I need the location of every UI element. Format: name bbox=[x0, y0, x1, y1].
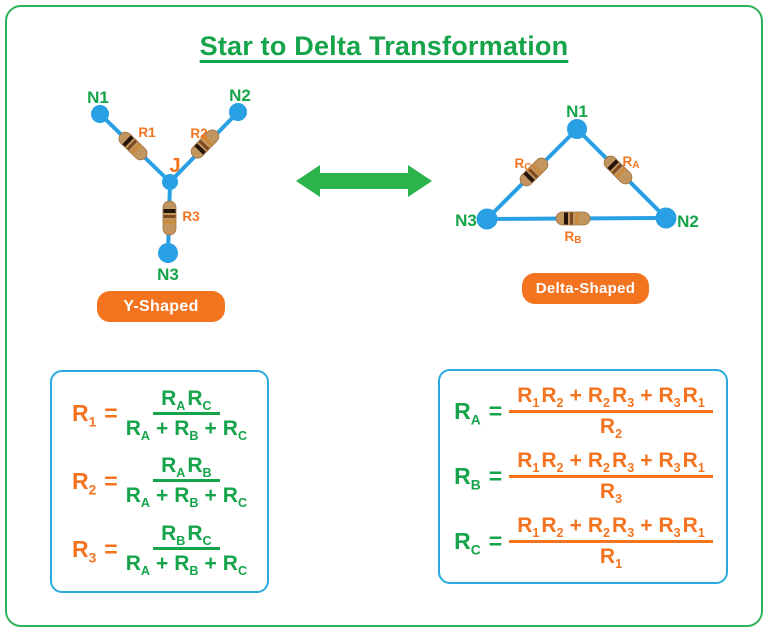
node-n3 bbox=[476, 208, 498, 230]
equals-sign: = bbox=[488, 398, 503, 424]
formula-den: R1 bbox=[599, 544, 623, 571]
resistor-rc-label: RC bbox=[515, 156, 532, 173]
resistor-r1-label: R1 bbox=[138, 125, 156, 140]
formula-lhs: RC bbox=[454, 528, 481, 558]
resistor-rb-label: RB bbox=[565, 229, 582, 246]
node-junction bbox=[162, 174, 178, 190]
formula-lhs: R2 bbox=[71, 467, 97, 498]
node-n2-label: N2 bbox=[677, 212, 699, 231]
resistor-r2-label: R2 bbox=[190, 126, 207, 141]
node-n1-label: N1 bbox=[566, 102, 588, 121]
formula-lhs: RB bbox=[454, 463, 481, 493]
formula-num: R1R2+R2R3+R3R1 bbox=[509, 449, 713, 478]
equals-sign: = bbox=[104, 400, 118, 427]
formula-lhs: R3 bbox=[71, 535, 97, 566]
equals-sign: = bbox=[488, 528, 503, 554]
formula-den: RA+RB+RC bbox=[125, 416, 248, 444]
formula-den: RA+RB+RC bbox=[125, 484, 248, 511]
formula-num: R1R2+R2R3+R3R1 bbox=[509, 514, 713, 543]
transform-arrow-icon bbox=[296, 165, 432, 197]
resistor-r3-label: R3 bbox=[182, 209, 200, 224]
formula-den: R3 bbox=[599, 479, 623, 506]
junction-label: J bbox=[169, 155, 180, 177]
formula-num: RBRC bbox=[153, 522, 220, 551]
formula-num: R1R2+R2R3+R3R1 bbox=[509, 384, 713, 413]
node-n3-label: N3 bbox=[455, 211, 477, 230]
resistor-r3-icon bbox=[162, 200, 177, 236]
equals-sign: = bbox=[104, 467, 118, 494]
formula-den: RA+RB+RC bbox=[125, 552, 248, 579]
equals-sign: = bbox=[488, 463, 503, 489]
node-n2-label: N2 bbox=[229, 86, 251, 105]
node-n1 bbox=[567, 119, 587, 139]
y-shaped-badge: Y-Shaped bbox=[97, 291, 225, 322]
node-n1-label: N1 bbox=[87, 88, 109, 107]
node-n2 bbox=[229, 103, 247, 121]
node-n3-label: N3 bbox=[157, 265, 179, 284]
page-title: Star to Delta Transformation bbox=[199, 31, 569, 61]
formula-den: R2 bbox=[599, 414, 623, 441]
delta-network: N1 N3 N2 RC RA RB bbox=[455, 102, 699, 246]
resistor-rb-icon bbox=[555, 211, 591, 226]
node-n2 bbox=[655, 207, 677, 229]
node-n3 bbox=[158, 243, 178, 263]
equals-sign: = bbox=[104, 535, 118, 562]
delta-shaped-badge: Delta-Shaped bbox=[522, 273, 649, 304]
formula-lhs: R1 bbox=[71, 400, 97, 430]
node-n1 bbox=[91, 105, 109, 123]
formula-num: RARB bbox=[153, 454, 220, 483]
star-network: N1 N2 J N3 R1 R2 R3 bbox=[87, 86, 251, 284]
formula-lhs: RA bbox=[454, 398, 481, 428]
resistor-ra-label: RA bbox=[623, 154, 640, 171]
formula-num: RARC bbox=[153, 387, 220, 415]
